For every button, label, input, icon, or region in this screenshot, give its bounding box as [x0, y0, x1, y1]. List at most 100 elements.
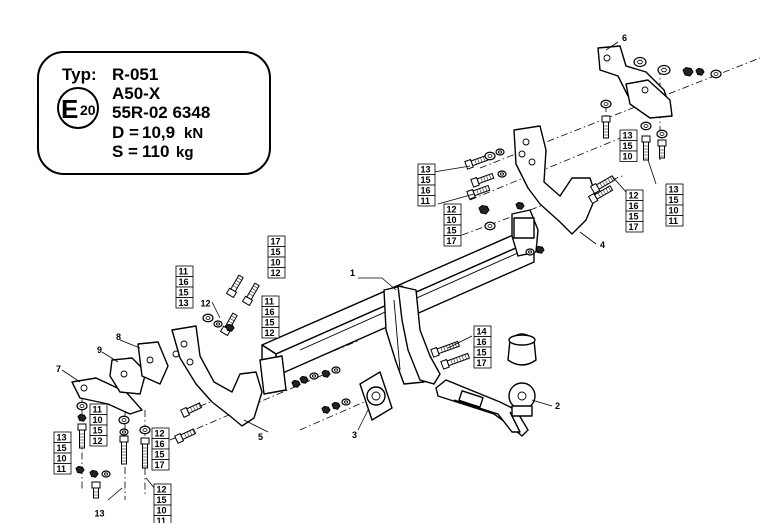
bolt-shank [643, 141, 649, 161]
bracket-hole [186, 358, 194, 366]
washer-hole [643, 124, 649, 128]
type-plate: Typ: R-051 A50-X E 20 55R-02 6348 D = 10… [37, 51, 271, 175]
washer-hole [121, 418, 127, 422]
bracket-hole [528, 158, 536, 166]
leader-8 [119, 339, 141, 349]
bolt-head [587, 192, 599, 205]
bolt-thread [237, 277, 242, 281]
part-number: 15 [623, 141, 633, 151]
bolt [657, 139, 667, 159]
part-number: 16 [477, 337, 487, 347]
bolt [119, 435, 129, 465]
nut [321, 369, 331, 378]
bolt-thread [480, 157, 483, 163]
clamp-hole [80, 384, 88, 392]
part-number: 16 [421, 186, 431, 196]
clamp-hole [120, 370, 128, 378]
bolt-thread [186, 431, 190, 437]
part-number: 17 [477, 358, 487, 368]
bolt-shank [472, 184, 491, 197]
nut [225, 323, 235, 332]
clamp-hole [146, 356, 154, 364]
bolt-thread [253, 285, 258, 289]
plate-s-unit: kg [176, 144, 194, 161]
part-number: 10 [57, 454, 67, 464]
part-number: 11 [421, 196, 431, 206]
bracket-hole [522, 138, 530, 146]
plate-approval: 55R-02 6348 [112, 103, 210, 122]
callout-8: 8 [116, 332, 121, 342]
part-number: 15 [421, 175, 431, 185]
clamp-plate-7 [71, 377, 143, 415]
bolt-shank [93, 487, 99, 499]
bolt-thread [184, 433, 187, 438]
callout-5: 5 [258, 432, 263, 442]
stack-center-small: 12 [201, 299, 211, 309]
part-number: 15 [271, 247, 281, 257]
part-number: 16 [155, 439, 165, 449]
nut [77, 413, 87, 422]
bolt-thread [195, 404, 199, 410]
bolt-thread [251, 288, 257, 292]
nut [75, 465, 85, 474]
part-number: 15 [157, 495, 167, 505]
washer-hole [499, 172, 504, 176]
part-number-box [89, 435, 108, 447]
part-number: 12 [157, 485, 167, 495]
leader-5 [243, 419, 269, 433]
stack-bottom-13: 13 [95, 509, 105, 519]
bolt-thread [446, 345, 449, 351]
left-bracket [171, 325, 287, 427]
bolt-thread [440, 347, 443, 353]
ball-arm [435, 333, 537, 437]
bolt-thread [229, 318, 235, 322]
bolt-thread [450, 359, 453, 365]
bolt-thread [198, 403, 201, 409]
bolt-head [77, 423, 87, 431]
clamp-plate-8 [137, 341, 169, 385]
socket-plate-inner [371, 391, 381, 401]
bolt [589, 175, 616, 195]
plate-class: A50-X [112, 84, 161, 103]
plate-e-mark: E [61, 94, 78, 124]
bolt-shank [595, 175, 616, 190]
bolt-thread [248, 293, 254, 297]
tow-ball [508, 382, 536, 410]
part-number: 13 [623, 131, 633, 141]
bolt-head [641, 135, 651, 143]
bolt-thread [464, 354, 467, 360]
washer-hole [79, 404, 85, 408]
bolt [140, 437, 150, 469]
bolt [440, 352, 471, 370]
bolt-head [657, 139, 667, 147]
bolt [466, 184, 491, 200]
part-number: 15 [155, 450, 165, 460]
right-bracket [511, 125, 597, 257]
bolt [225, 274, 244, 299]
washer-hole [528, 250, 533, 254]
part-number: 15 [629, 212, 639, 222]
part-number-box [619, 150, 638, 162]
bolt-thread [482, 187, 485, 193]
bolt-thread [486, 175, 489, 181]
part-number: 17 [629, 222, 639, 232]
washer-hole [659, 132, 665, 136]
washer-hole [333, 368, 338, 372]
bolt-thread [599, 182, 603, 188]
bolt-thread [605, 188, 609, 193]
callout-2: 2 [555, 401, 560, 411]
bolt-thread [192, 405, 196, 411]
part-number: 14 [477, 327, 487, 337]
part-number-box [267, 267, 286, 279]
bolt-thread [480, 177, 483, 183]
bolt [430, 340, 461, 358]
part-number: 10 [157, 506, 167, 516]
part-number: 17 [271, 237, 281, 247]
center-plate-right [397, 285, 441, 385]
part-number: 17 [155, 460, 165, 470]
